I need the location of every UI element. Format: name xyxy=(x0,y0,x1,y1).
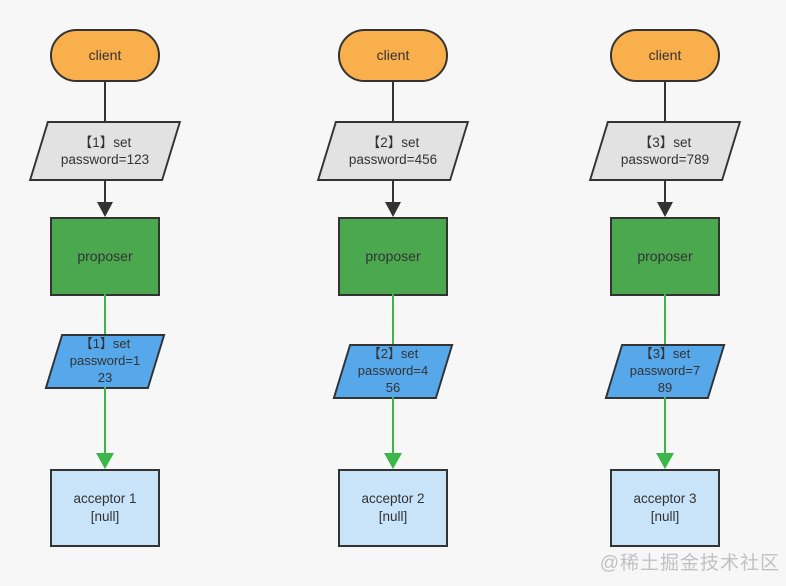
request-node: 【3】set password=789 xyxy=(588,121,742,181)
client-label: client xyxy=(648,47,682,64)
edge-client-to-request xyxy=(392,81,394,122)
request-node: 【1】set password=123 xyxy=(28,121,182,181)
acceptor-node: acceptor 3 [null] xyxy=(610,469,720,547)
edge-proposer-to-proposal xyxy=(104,294,106,335)
watermark: @稀土掘金技术社区 xyxy=(599,553,780,574)
proposal-label: 【1】set password=1 23 xyxy=(69,336,141,385)
edge-proposal-to-acceptor xyxy=(104,387,106,455)
arrowhead-down-green-icon xyxy=(96,453,114,469)
client-label: client xyxy=(88,47,122,64)
request-label: 【3】set password=789 xyxy=(620,134,710,167)
client-node: client xyxy=(338,29,448,82)
acceptor-node: acceptor 1 [null] xyxy=(50,469,160,547)
acceptor-node: acceptor 2 [null] xyxy=(338,469,448,547)
arrowhead-down-green-icon xyxy=(384,453,402,469)
flow-column-2: client 【2】set password=456 proposer 【2】s… xyxy=(293,0,493,586)
client-node: client xyxy=(50,29,160,82)
proposal-label: 【3】set password=7 89 xyxy=(629,346,701,395)
edge-proposal-to-acceptor xyxy=(392,397,394,455)
flow-column-3: client 【3】set password=789 proposer 【3】s… xyxy=(565,0,765,586)
edge-client-to-request xyxy=(664,81,666,122)
client-label: client xyxy=(376,47,410,64)
edge-request-to-proposer xyxy=(104,179,106,205)
request-label: 【1】set password=123 xyxy=(60,134,150,167)
proposer-label: proposer xyxy=(365,248,421,265)
edge-proposal-to-acceptor xyxy=(664,397,666,455)
arrowhead-down-black-icon xyxy=(97,202,113,217)
proposal-node: 【1】set password=1 23 xyxy=(44,334,166,389)
proposer-node: proposer xyxy=(50,217,160,296)
edge-request-to-proposer xyxy=(664,179,666,205)
arrowhead-down-black-icon xyxy=(657,202,673,217)
arrowhead-down-black-icon xyxy=(385,202,401,217)
flow-column-1: client 【1】set password=123 proposer 【1】s… xyxy=(5,0,205,586)
proposal-node: 【2】set password=4 56 xyxy=(332,344,454,399)
proposal-node: 【3】set password=7 89 xyxy=(604,344,726,399)
acceptor-label: acceptor 2 [null] xyxy=(361,491,425,524)
request-label: 【2】set password=456 xyxy=(348,134,438,167)
arrowhead-down-green-icon xyxy=(656,453,674,469)
proposer-label: proposer xyxy=(77,248,133,265)
edge-request-to-proposer xyxy=(392,179,394,205)
proposer-node: proposer xyxy=(610,217,720,296)
edge-client-to-request xyxy=(104,81,106,122)
proposal-label: 【2】set password=4 56 xyxy=(357,346,429,395)
client-node: client xyxy=(610,29,720,82)
acceptor-label: acceptor 1 [null] xyxy=(73,491,137,524)
edge-proposer-to-proposal xyxy=(664,294,666,345)
acceptor-label: acceptor 3 [null] xyxy=(633,491,697,524)
edge-proposer-to-proposal xyxy=(392,294,394,345)
request-node: 【2】set password=456 xyxy=(316,121,470,181)
proposer-node: proposer xyxy=(338,217,448,296)
proposer-label: proposer xyxy=(637,248,693,265)
